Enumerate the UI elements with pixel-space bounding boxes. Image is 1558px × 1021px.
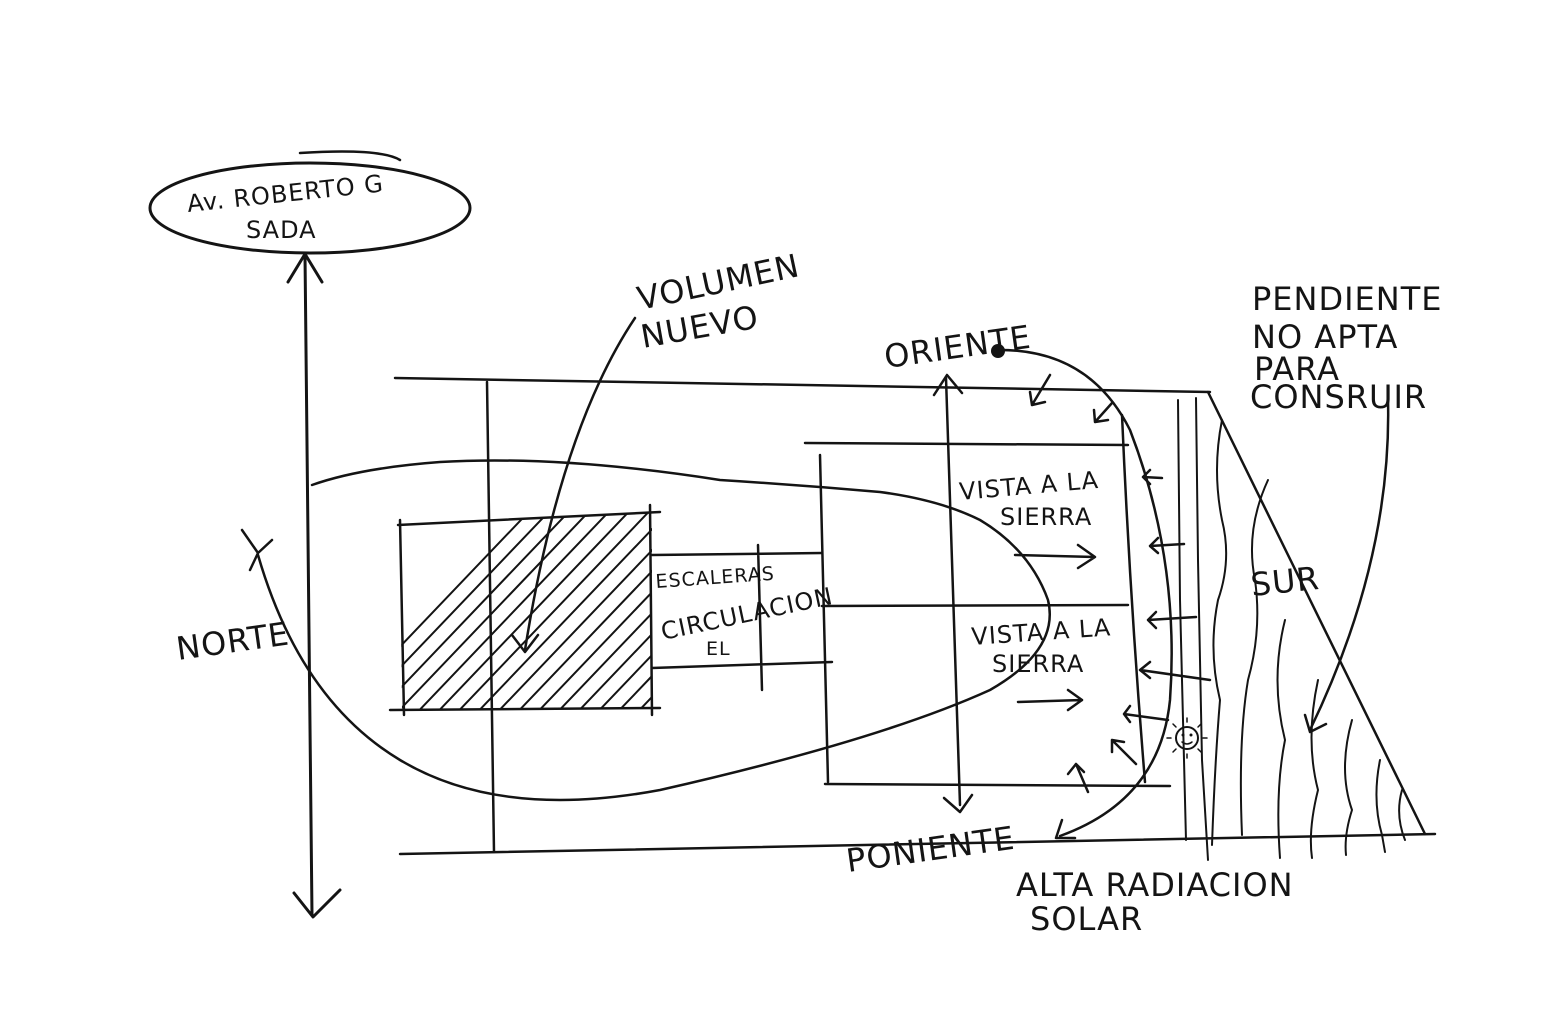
- east-west-axis: [944, 376, 962, 807]
- hatch-line: [400, 512, 601, 710]
- slope-leader-line: [1308, 398, 1390, 732]
- rooms-bottom-line: [823, 782, 1172, 788]
- slope-contour: [1177, 399, 1187, 841]
- flow-loop-arrowhead: [240, 528, 274, 572]
- road-axis-line: [303, 253, 314, 917]
- view-label-2-line1: VISTA A LA: [970, 613, 1112, 651]
- hatch-line: [400, 512, 581, 710]
- rooms-right-line: [1120, 413, 1147, 784]
- east-label: ORIENTE: [882, 318, 1034, 376]
- slope-contour: [1398, 789, 1406, 841]
- north-label: NORTE: [174, 614, 292, 667]
- slope-contour: [1239, 479, 1269, 836]
- slope-label-line4: CONSRUIR: [1250, 378, 1427, 416]
- south-label: SUR: [1249, 559, 1322, 604]
- radiation-arrow: [1138, 660, 1212, 682]
- flow-loop-curve: [256, 459, 1051, 802]
- radiation-arrow: [1146, 610, 1198, 630]
- slope-leader-arrowhead: [1303, 713, 1328, 734]
- slope-label-line2: NO APTA: [1252, 318, 1398, 356]
- slope-contour: [1309, 679, 1319, 859]
- hatch-line: [400, 512, 541, 710]
- east-west-arrow-down: [942, 793, 974, 814]
- radiation-arrow: [1092, 401, 1114, 424]
- west-label: PONIENTE: [844, 819, 1017, 880]
- sun-rise-dot: [991, 344, 1005, 358]
- rooms-top-line: [803, 441, 1130, 447]
- hatch-line: [549, 512, 652, 710]
- radiation-arrow: [1148, 536, 1186, 555]
- hatch-line: [409, 512, 621, 710]
- circulation-box: [650, 543, 834, 692]
- new-volume-hatched: [388, 503, 662, 717]
- view-arrow: [1013, 543, 1097, 570]
- slope-label-line1: PENDIENTE: [1252, 280, 1442, 318]
- slope-contour: [1195, 397, 1209, 861]
- view-label-1-line1: VISTA A LA: [958, 466, 1100, 506]
- slope-contour: [1375, 759, 1386, 853]
- stairs-label: ESCALERAS: [655, 563, 776, 593]
- solar-label-line2: SOLAR: [1030, 900, 1143, 938]
- hatch-line: [400, 512, 561, 710]
- view-label-1-line2: SIERRA: [1000, 503, 1092, 531]
- slope-diagonal-line: [1206, 390, 1427, 836]
- road-axis-arrow-up: [286, 252, 324, 284]
- view-arrow: [1016, 688, 1084, 712]
- east-west-arrow-up: [932, 373, 964, 397]
- lot-top-line: [393, 376, 1212, 394]
- view-label-2-line2: SIERRA: [992, 650, 1084, 678]
- street-name-line1: Av. ROBERTO G: [186, 169, 385, 217]
- lot-bottom-line: [398, 832, 1437, 856]
- volume-leader-arrowhead: [510, 633, 540, 654]
- hatch-line: [469, 512, 652, 710]
- sun-icon: [1166, 717, 1208, 759]
- hatch-line: [489, 512, 652, 710]
- slope-contour: [1276, 619, 1286, 859]
- hatch-line: [429, 512, 641, 710]
- street-name-line2: SADA: [246, 216, 317, 244]
- street-ellipse: [148, 161, 472, 255]
- street-ellipse-tail: [298, 150, 402, 162]
- sun-path-arrowhead: [1054, 818, 1077, 840]
- hatch-line: [529, 512, 652, 710]
- hatch-line: [569, 512, 652, 710]
- road-axis-arrow-down: [292, 888, 342, 919]
- slope-contour: [1211, 419, 1228, 846]
- solar-label-line1: ALTA RADIACION: [1016, 866, 1294, 904]
- hatch-line: [449, 512, 652, 710]
- radiation-arrow: [1141, 468, 1164, 486]
- radiation-arrow: [1066, 762, 1090, 794]
- hatch-line: [609, 512, 652, 710]
- rooms-left-line: [818, 453, 830, 784]
- radiation-arrow: [1028, 373, 1052, 407]
- circulation-label: CIRCULACION: [658, 582, 835, 646]
- rooms-middle-line: [820, 603, 1130, 608]
- volume-leader-line: [523, 316, 637, 652]
- slope-label-line3: PARA: [1254, 350, 1340, 388]
- radiation-arrow: [1122, 704, 1170, 724]
- radiation-arrow: [1110, 738, 1138, 766]
- elevator-label: EL: [706, 638, 731, 660]
- slope-contour: [1344, 719, 1353, 856]
- hatch-line: [509, 512, 652, 710]
- hatch-line: [589, 512, 652, 710]
- sun-path-curve: [998, 348, 1173, 838]
